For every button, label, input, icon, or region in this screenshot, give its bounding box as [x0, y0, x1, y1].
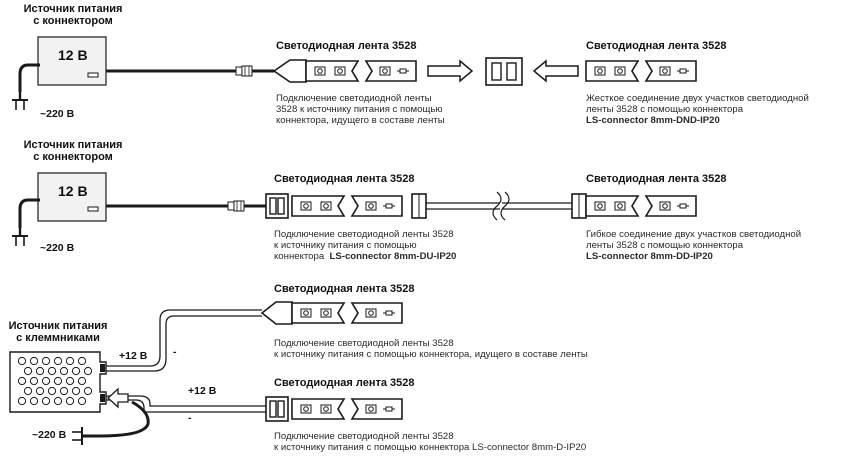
row2-diagram: [10, 172, 696, 248]
strip-title: Светодиодная лента 3528: [274, 173, 415, 185]
strip-title: Светодиодная лента 3528: [276, 40, 417, 52]
psu-title-line: с коннектором: [33, 15, 113, 27]
strip-title: Светодиодная лента 3528: [586, 173, 727, 185]
desc-line: Подключение светодиодной ленты 3528: [274, 229, 454, 240]
row3-diagram: [9, 301, 402, 445]
mains-label: ~220 В: [32, 429, 67, 441]
strip-description: Подключение светодиодной ленты 3528 к ис…: [276, 93, 445, 126]
power-plug-icon: [10, 226, 30, 248]
strip-description: Гибкое соединение двух участков светодио…: [586, 229, 801, 262]
plus-label: +12 В: [119, 350, 148, 362]
psu-title-line: с клеммниками: [16, 332, 100, 344]
strip-title: Светодиодная лента 3528: [586, 40, 727, 52]
desc-line: Подключение светодиодной ленты 3528: [274, 338, 454, 349]
desc-line: ленты 3528 с помощью коннектора: [586, 240, 744, 251]
psu-voltage: 12 В: [58, 47, 88, 63]
desc-line: 3528 к источнику питания с помощью: [276, 104, 443, 115]
psu-title: Источник питания с коннектором: [18, 139, 128, 163]
led-strip-icon: [292, 399, 402, 419]
strip-description: Подключение светодиодной ленты 3528 к ис…: [274, 338, 588, 360]
terminal-block-icon: [9, 351, 107, 413]
desc-prefix: коннектора: [274, 251, 325, 262]
psu-title: Источник питания с клеммниками: [2, 320, 114, 344]
arrow-left-icon: [532, 59, 579, 83]
psu-voltage: 12 В: [58, 183, 88, 199]
psu-title-line: Источник питания: [23, 139, 123, 151]
power-plug-icon: [72, 427, 90, 445]
strip-description: Подключение светодиодной ленты 3528 к ис…: [274, 431, 586, 453]
led-strip-icon: [306, 61, 416, 81]
led-strip-icon: [586, 196, 696, 216]
row1-diagram: [10, 36, 696, 112]
desc-line: Жесткое соединение двух участков светоди…: [586, 93, 809, 104]
arrow-right-icon: [427, 59, 474, 83]
strip-title: Светодиодная лента 3528: [274, 377, 415, 389]
led-strip-icon: [292, 196, 402, 216]
desc-line: к источнику питания с помощью коннектора…: [274, 442, 587, 453]
strip-description: Жесткое соединение двух участков светоди…: [586, 93, 809, 126]
desc-line: к источнику питания с помощью: [274, 240, 417, 251]
connector-icon: [265, 396, 289, 422]
led-strip-icon: [586, 61, 696, 81]
strip-title: Светодиодная лента 3528: [274, 283, 415, 295]
psu-title-line: Источник питания: [8, 320, 108, 332]
psu-title: Источник питания с коннектором: [18, 3, 128, 27]
plus-label: +12 В: [188, 385, 217, 397]
desc-line: коннектора, идущего в составе ленты: [276, 115, 445, 126]
wavy-break-icon: [492, 191, 502, 221]
psu-title-line: с коннектором: [33, 151, 113, 163]
mains-label: ~220 В: [40, 242, 75, 254]
desc-line: ленты 3528 с помощью коннектора: [586, 104, 744, 115]
connector-model: LS-connector 8mm-DU-IP20: [329, 251, 457, 262]
desc-line: Гибкое соединение двух участков светодио…: [586, 229, 802, 240]
desc-line: Подключение светодиодной ленты: [276, 93, 432, 104]
power-plug-icon: [10, 90, 30, 112]
minus-label: -: [188, 412, 192, 424]
connector-icon: [265, 193, 289, 219]
power-supply-icon: [37, 172, 107, 222]
mains-label: ~220 В: [40, 108, 75, 120]
desc-line: коннектора LS-connector 8mm-DU-IP20: [274, 251, 456, 262]
desc-line: Подключение светодиодной ленты 3528: [274, 431, 454, 442]
led-strip-icon: [292, 303, 402, 323]
connector-model: LS-connector 8mm-DND-IP20: [586, 115, 720, 126]
psu-title-line: Источник питания: [23, 3, 123, 15]
strip-description: Подключение светодиодной ленты 3528 к ис…: [274, 229, 456, 262]
desc-line: к источнику питания с помощью коннектора…: [274, 349, 588, 360]
minus-label: -: [173, 346, 177, 358]
connector-model: LS-connector 8mm-DD-IP20: [586, 251, 713, 262]
